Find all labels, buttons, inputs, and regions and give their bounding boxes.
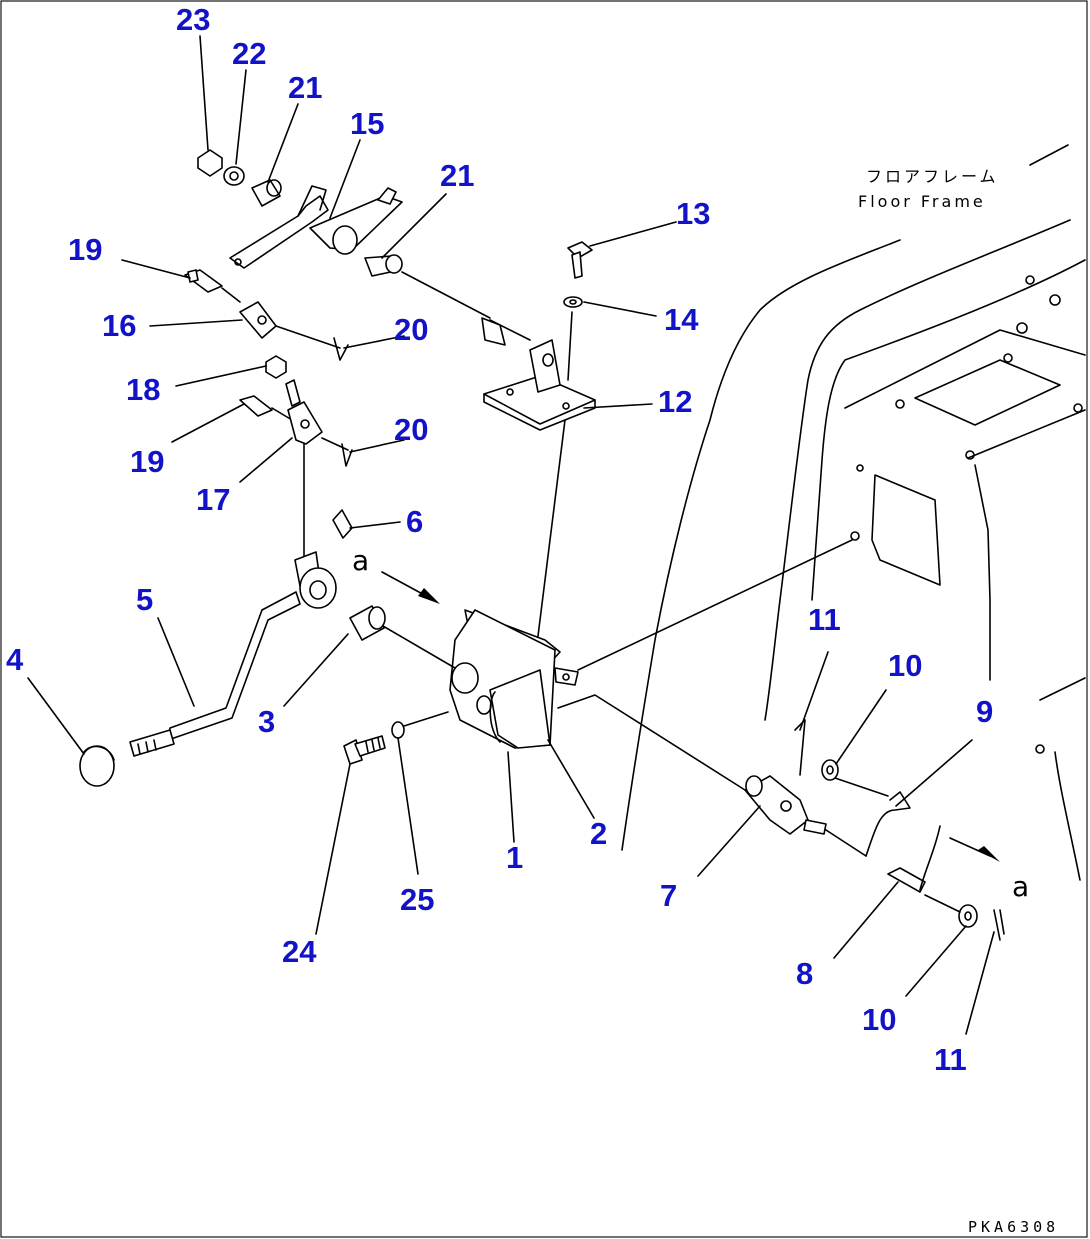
callout-11-bottom: 11 [934,1042,967,1077]
callouts: 23 22 21 15 21 19 13 16 20 14 18 12 19 2… [6,2,993,1077]
callout-5: 5 [136,582,153,617]
callout-10-top: 10 [888,648,922,683]
rod-linkage [184,269,353,557]
view-arrow-label-top: a [352,544,369,577]
callout-8: 8 [796,956,813,991]
pin-6 [332,509,353,539]
callout-20-top: 20 [394,312,428,347]
callout-1: 1 [506,840,523,875]
collar-21a [251,179,281,207]
callout-3: 3 [258,704,275,739]
callout-13: 13 [676,196,710,231]
callout-14: 14 [664,302,699,337]
bracket-assembly [481,241,596,661]
callout-23: 23 [176,2,210,37]
floor-frame-label-jp: フロアフレーム [866,167,999,186]
callout-21-mid: 21 [440,158,474,193]
leader-lines [27,35,995,1035]
sleeve-3 [349,605,456,669]
callout-6: 6 [406,504,423,539]
washer-22 [223,166,245,186]
bolt-24-washer-25 [343,711,449,765]
callout-18: 18 [126,372,160,407]
callout-16: 16 [102,308,136,343]
callout-9: 9 [976,694,993,729]
callout-25: 25 [400,882,434,917]
nut-18 [265,355,287,379]
washer-10 [821,759,839,781]
callout-19-top: 19 [68,232,102,267]
lever-assembly [79,551,337,787]
callout-22: 22 [232,36,266,71]
callout-12: 12 [658,384,692,419]
callout-15: 15 [350,106,384,141]
callout-11-top: 11 [808,602,841,637]
washer-10b [958,904,978,928]
right-linkage [744,719,1005,941]
nut-23 [197,149,223,177]
callout-7: 7 [660,878,677,913]
callout-10-bottom: 10 [862,1002,896,1037]
callout-19-mid: 19 [130,444,164,479]
callout-4: 4 [6,642,24,677]
callout-2: 2 [590,816,607,851]
callout-17: 17 [196,482,230,517]
callout-20-mid: 20 [394,412,428,447]
view-arrow-bottom: a [949,837,1029,903]
callout-21-top: 21 [288,70,322,105]
upper-linkage [197,149,491,319]
drawing-code: PKA6308 [968,1218,1059,1236]
callout-24: 24 [282,934,317,969]
washer-14 [563,296,583,308]
floor-frame [621,144,1086,881]
view-arrow-label-bottom: a [1012,870,1029,903]
floor-frame-label-en: Floor Frame [858,192,986,211]
joint-17 [287,401,323,445]
view-arrow-top: a [352,544,440,604]
main-housing [449,539,853,791]
